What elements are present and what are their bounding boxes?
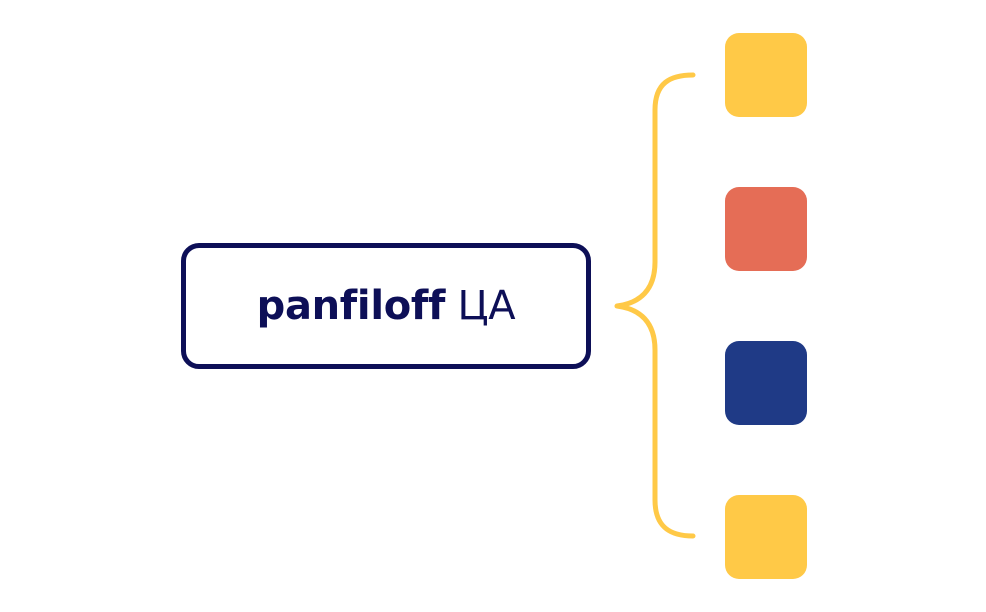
center-node: panfiloff ЦА xyxy=(181,243,591,369)
item-square-3 xyxy=(725,341,807,425)
item-square-2 xyxy=(725,187,807,271)
item-square-4 xyxy=(725,495,807,579)
brand-name: panfiloff xyxy=(256,283,446,329)
item-square-1 xyxy=(725,33,807,117)
center-node-label: panfiloff ЦА xyxy=(257,286,516,326)
brand-suffix: ЦА xyxy=(457,283,516,329)
